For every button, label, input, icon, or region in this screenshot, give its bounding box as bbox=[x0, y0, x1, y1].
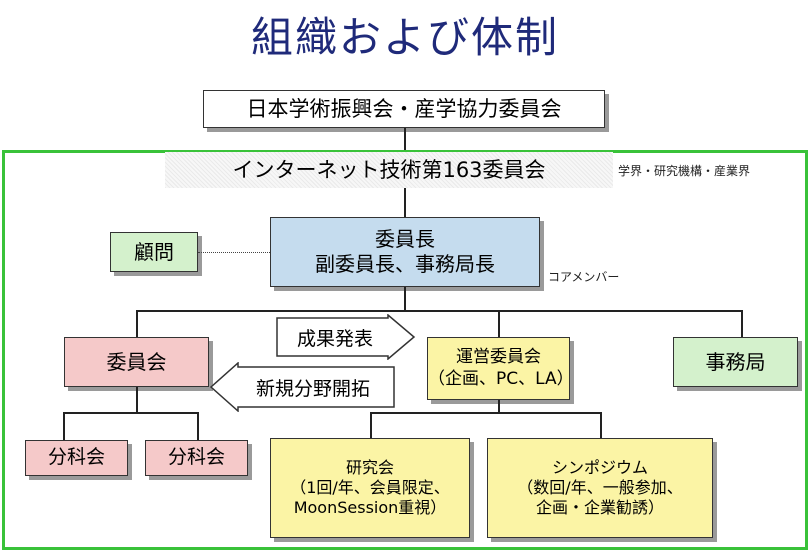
connector-committee-chair bbox=[404, 188, 406, 217]
connector-events-horizontal bbox=[370, 412, 601, 414]
study-meeting-box: 研究会 （1回/年、会員限定、 MoonSession重視） bbox=[270, 438, 470, 538]
vice-chair-label: 副委員長、事務局長 bbox=[315, 252, 495, 276]
symposium-detail-2: 企画・企業勧誘） bbox=[535, 498, 664, 517]
connector-to-operating bbox=[498, 310, 500, 337]
connector-subcommittees-horizontal bbox=[63, 412, 198, 414]
advisor-box: 顧問 bbox=[110, 232, 198, 272]
secretariat-box: 事務局 bbox=[673, 337, 798, 387]
connector-to-secretariat bbox=[741, 310, 743, 337]
connector-operating-down bbox=[498, 400, 500, 413]
study-meeting-detail-2: MoonSession重視） bbox=[293, 498, 447, 517]
operating-committee-detail: （企画、PC、LA） bbox=[428, 368, 574, 389]
committee-frame bbox=[2, 150, 808, 550]
operating-committee-box: 運営委員会 （企画、PC、LA） bbox=[427, 337, 574, 400]
advisor-dotted-link bbox=[198, 252, 270, 253]
members-note: 学界・研究機構・産業界 bbox=[618, 164, 751, 178]
connector-to-study bbox=[370, 412, 372, 438]
connector-to-symposium bbox=[600, 412, 602, 438]
connector-horizontal-main bbox=[136, 310, 742, 312]
chair-label: 委員長 bbox=[375, 227, 435, 251]
results-presentation-label: 成果発表 bbox=[296, 327, 373, 350]
results-arrow-shape bbox=[276, 314, 416, 360]
operating-committee-label: 運営委員会 bbox=[456, 347, 541, 368]
study-meeting-label: 研究会 bbox=[345, 458, 394, 477]
connector-parent-committee bbox=[404, 128, 406, 152]
connector-chair-down bbox=[404, 287, 406, 310]
subcommittee-box-2: 分科会 bbox=[145, 440, 248, 476]
core-members-note: コアメンバー bbox=[548, 270, 620, 284]
new-field-development-label: 新規分野開拓 bbox=[255, 377, 370, 400]
committee-box: 委員会 bbox=[64, 337, 209, 387]
connector-committee-down bbox=[136, 387, 138, 412]
symposium-label: シンポジウム bbox=[551, 458, 648, 477]
symposium-box: シンポジウム （数回/年、一般参加、 企画・企業勧誘） bbox=[487, 438, 713, 538]
connector-to-subcommittee-2 bbox=[197, 412, 199, 440]
study-meeting-detail-1: （1回/年、会員限定、 bbox=[290, 478, 450, 497]
subcommittee-box-1: 分科会 bbox=[25, 440, 128, 476]
chair-box: 委員長 副委員長、事務局長 bbox=[270, 217, 540, 287]
parent-organization-box: 日本学術振興会・産学協力委員会 bbox=[203, 90, 605, 128]
committee-name: インターネット技術第163委員会 bbox=[165, 152, 613, 188]
connector-to-committee bbox=[136, 310, 138, 337]
new-field-arrow-shape bbox=[210, 362, 395, 412]
symposium-detail-1: （数回/年、一般参加、 bbox=[517, 478, 683, 497]
page-title: 組織および体制 bbox=[250, 13, 559, 62]
connector-to-subcommittee-1 bbox=[63, 412, 65, 440]
